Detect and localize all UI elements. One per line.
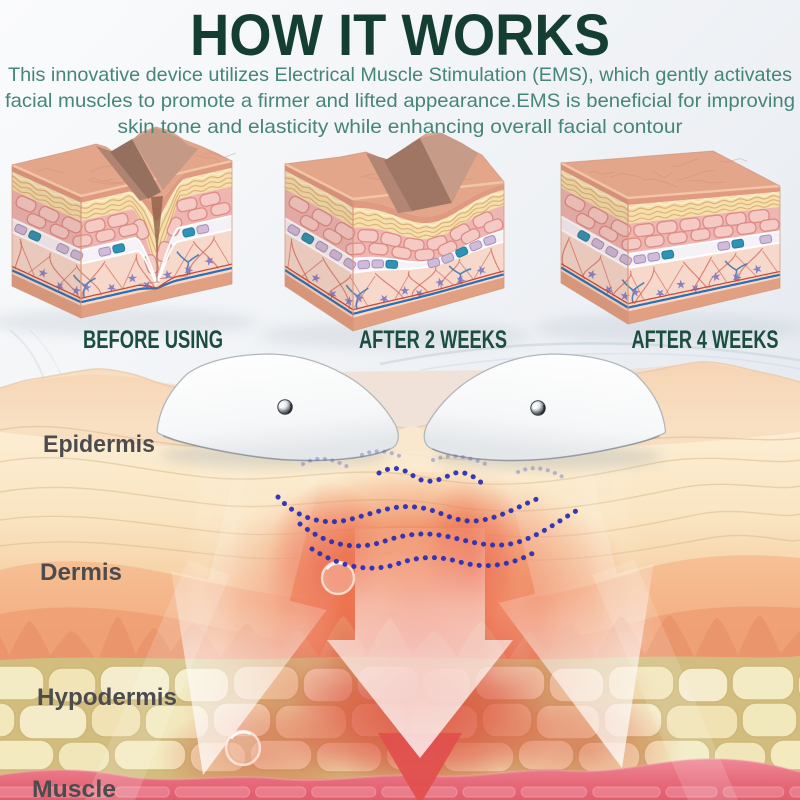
svg-text:HOW IT WORKS: HOW IT WORKS bbox=[190, 3, 610, 68]
svg-text:This innovative device utilize: This innovative device utilizes Electric… bbox=[8, 64, 792, 86]
svg-text:AFTER 4 WEEKS: AFTER 4 WEEKS bbox=[632, 326, 779, 354]
svg-text:Epidermis: Epidermis bbox=[43, 431, 155, 458]
svg-text:Muscle: Muscle bbox=[32, 776, 116, 800]
svg-text:BEFORE USING: BEFORE USING bbox=[83, 326, 223, 354]
svg-text:Hypodermis: Hypodermis bbox=[37, 684, 177, 711]
svg-text:AFTER 2 WEEKS: AFTER 2 WEEKS bbox=[359, 326, 507, 354]
svg-text:skin tone and elasticity while: skin tone and elasticity while enhancing… bbox=[118, 116, 684, 138]
svg-text:Dermis: Dermis bbox=[40, 559, 122, 586]
svg-text:facial muscles to promote a fi: facial muscles to promote a firmer and l… bbox=[5, 90, 795, 112]
